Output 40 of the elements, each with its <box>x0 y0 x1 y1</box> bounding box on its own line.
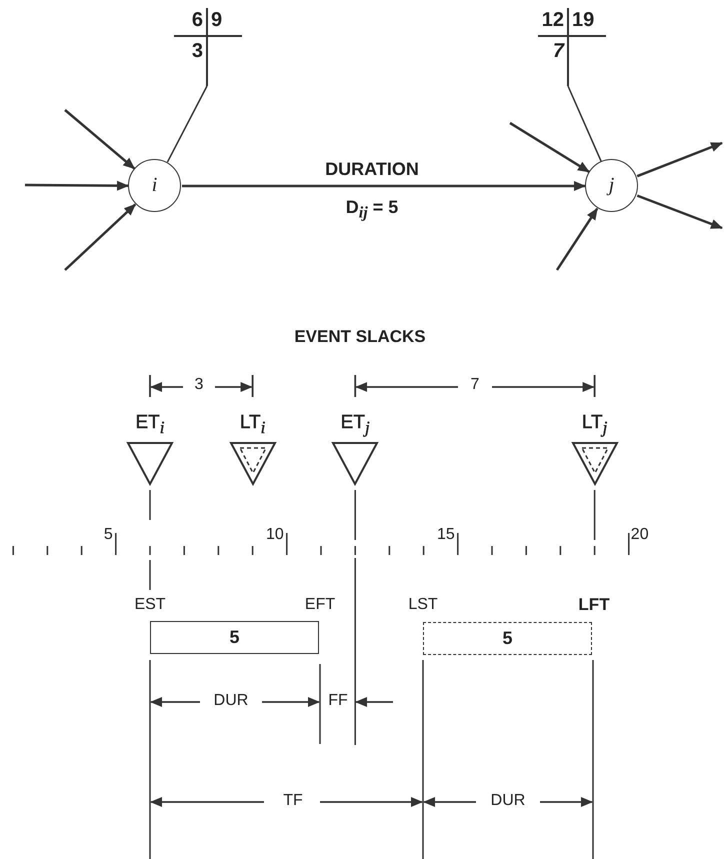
dimension-label: DUR <box>212 692 250 710</box>
leader-line <box>166 86 208 162</box>
arrow <box>636 142 723 178</box>
dimension-label: DUR <box>490 792 526 810</box>
arrow <box>556 208 598 271</box>
time-value: 6 <box>190 8 203 32</box>
axis-label: 15 <box>436 526 455 544</box>
dimension-label: TF <box>282 792 304 810</box>
activity-bar: 5 <box>423 622 592 655</box>
time-label: EFT <box>304 596 336 614</box>
event-label: ET$_{j}$ <box>340 411 371 439</box>
axis-label: 10 <box>265 526 284 544</box>
event-label: LT$_{i}$ <box>238 411 266 439</box>
time-value: 7 <box>552 39 564 63</box>
arrow <box>64 204 136 271</box>
dimension-label: FF <box>327 692 349 710</box>
time-value: 19 <box>572 8 596 32</box>
arrow <box>636 194 723 230</box>
dimension-label: 3 <box>194 376 204 394</box>
axis-label: 5 <box>102 526 113 544</box>
time-label: EST <box>133 596 167 614</box>
event-label: LT$_{j}$ <box>580 411 608 439</box>
time-value: 3 <box>190 39 203 63</box>
axis-label: 20 <box>630 526 650 544</box>
section-heading: EVENT SLACKS <box>293 327 427 347</box>
time-value: 9 <box>211 8 224 32</box>
event-circle: i <box>128 159 181 212</box>
event-label: ET$_{i}$ <box>134 411 166 439</box>
leader-line <box>567 86 602 162</box>
edge-label: DURATION D$_{ij}$ = 5 <box>324 158 420 224</box>
time-label: LFT <box>577 595 611 615</box>
time-label: LST <box>407 596 439 614</box>
event-circle: j <box>585 159 638 212</box>
arrow <box>25 180 129 191</box>
arrow <box>182 181 586 191</box>
arrow <box>64 109 136 170</box>
arrow <box>509 122 590 173</box>
dimension-label: 7 <box>470 376 480 394</box>
activity-bar: 5 <box>150 621 319 654</box>
time-value: 12 <box>540 8 564 32</box>
